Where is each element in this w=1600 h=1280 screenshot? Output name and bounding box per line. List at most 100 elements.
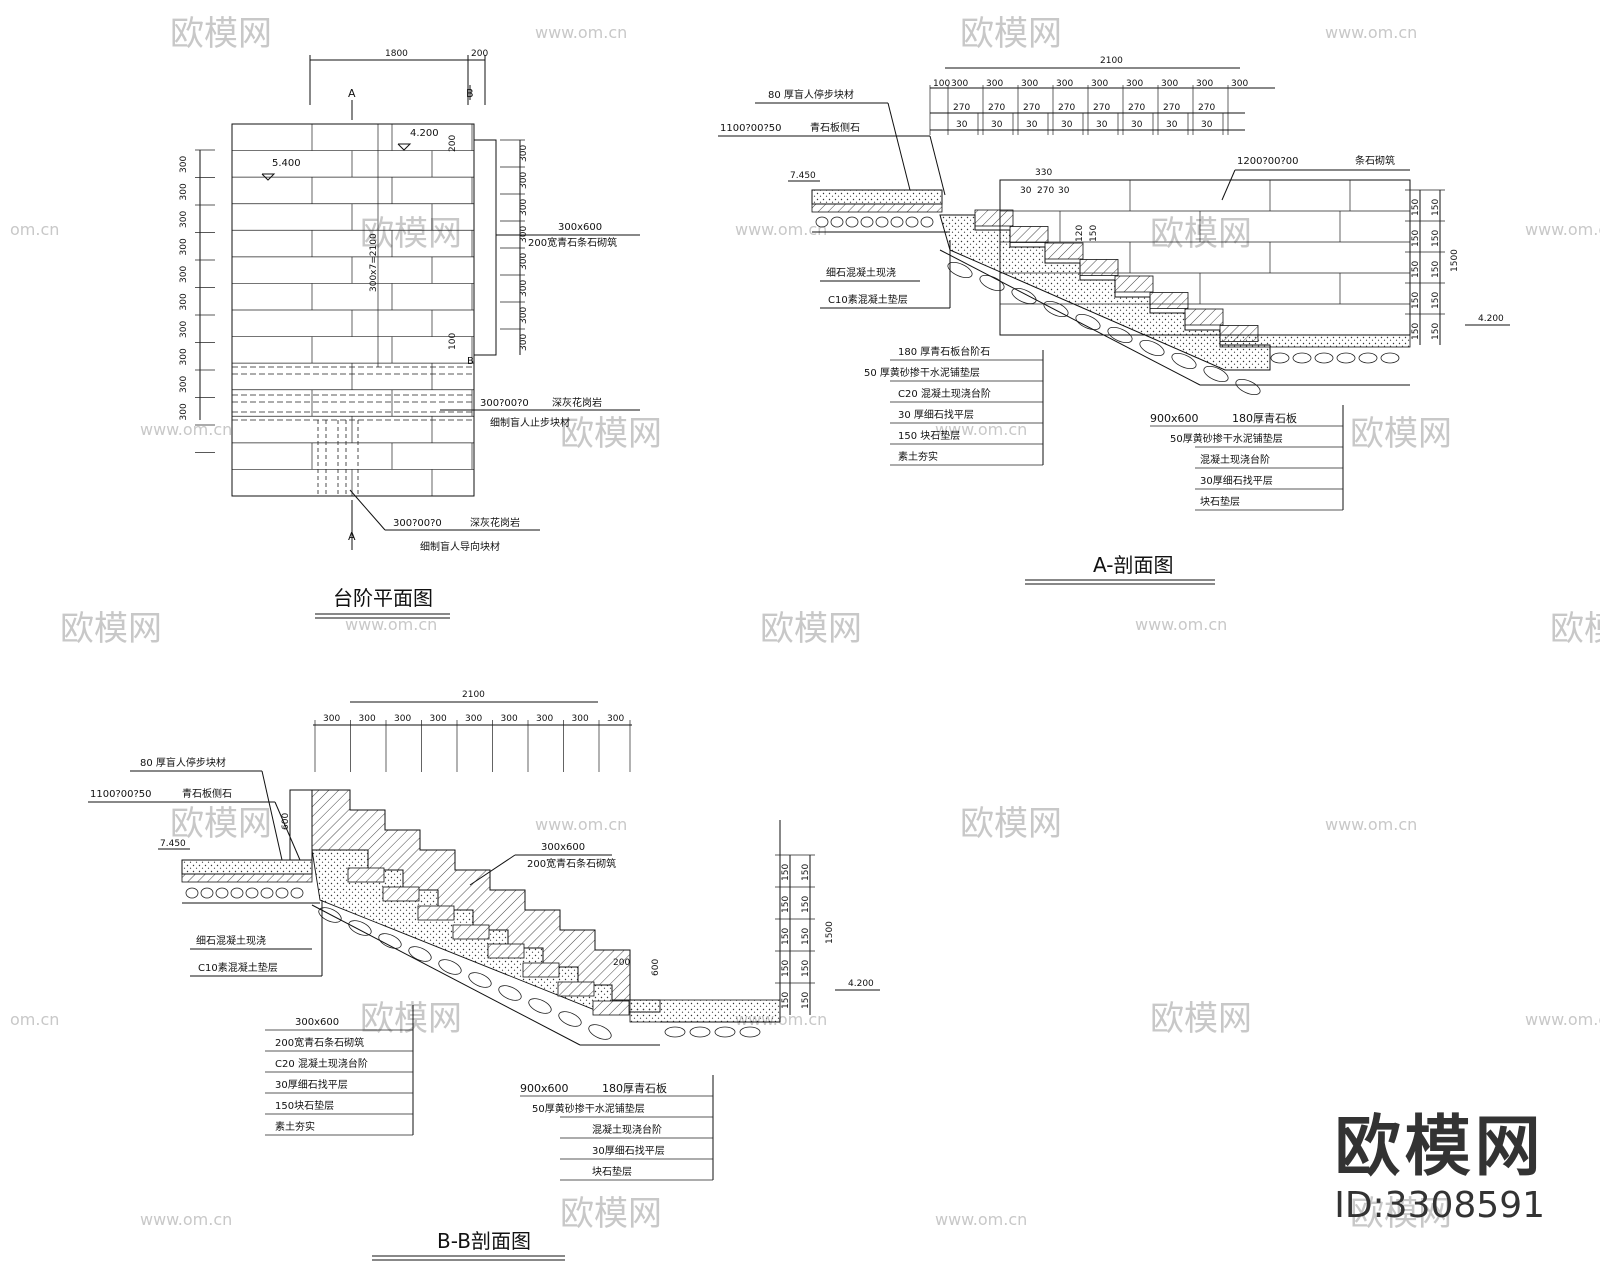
sb-right-dim: 150 — [781, 992, 791, 1009]
watermark-url: www.om.cn — [140, 1210, 232, 1229]
sa-layer-left: 180 厚青石板台阶石 — [898, 345, 990, 358]
watermark-brand: 欧模网 — [170, 14, 272, 54]
watermark-url: www.om.cn — [1525, 220, 1600, 239]
sb-left-label-1: 细石混凝土现浇 — [196, 934, 266, 947]
plan-mark-b-top: B — [466, 87, 474, 100]
sa-dim-bot: 30 — [1131, 120, 1143, 130]
sa-dim-top: 300 — [1091, 79, 1108, 89]
sb-layer-right: 块石垫层 — [592, 1165, 632, 1178]
sb-dim-top: 300 — [359, 714, 376, 724]
guide-strip — [317, 420, 359, 496]
watermark-brand: 欧模网 — [360, 214, 462, 254]
plan-dim-200: 200 — [448, 135, 458, 152]
watermark-brand: 欧模网 — [360, 999, 462, 1039]
sa-detail-120: 120 — [1075, 225, 1085, 242]
sa-detail-30a: 30 — [1020, 186, 1032, 196]
sb-dim-top: 300 — [607, 714, 624, 724]
plan-left-dim: 300 — [179, 183, 189, 200]
plan-mark-a-top: A — [348, 87, 356, 100]
sa-right-total: 1500 — [1450, 249, 1460, 272]
sb-label-curb: 青石板侧石 — [182, 787, 232, 800]
sb-right-dim: 150 — [801, 928, 811, 945]
sb-layer-left: 300x600 — [295, 1017, 339, 1028]
sa-right-dim: 150 — [1431, 292, 1441, 309]
sb-layer-left: 30厚细石找平层 — [275, 1078, 348, 1091]
plan-level-top: 4.200 — [410, 128, 439, 139]
watermark-url: www.om.cn — [345, 615, 437, 634]
sb-dim-top: 300 — [323, 714, 340, 724]
sa-dim-bot: 30 — [956, 120, 968, 130]
sa-layer-left: 150 块石垫层 — [898, 429, 960, 442]
section-a-stair-body — [811, 179, 1411, 396]
sb-layer-right: 混凝土现浇台阶 — [592, 1123, 662, 1136]
sa-dim-mid: 270 — [1058, 103, 1075, 113]
plan-right-dim: 300 — [519, 280, 529, 297]
watermark-brand: 欧模网 — [170, 804, 272, 844]
sa-detail-150: 150 — [1089, 225, 1099, 242]
plan-right-dim: 300 — [519, 253, 529, 270]
watermark-brand: 欧模网 — [760, 609, 862, 649]
sb-right-head-2: 180厚青石板 — [602, 1081, 667, 1095]
sa-dim-top: 300 — [1161, 79, 1178, 89]
plan-left-dim: 300 — [179, 238, 189, 255]
sa-layer-right: 30厚细石找平层 — [1200, 474, 1273, 487]
watermark-url: om.cn — [10, 220, 59, 239]
sa-label-size-2: 1200?00?00 — [1237, 156, 1299, 167]
sb-label-size-2: 300x600 — [541, 842, 585, 853]
sa-label-curb: 青石板侧石 — [810, 121, 860, 134]
sb-left-label-2: C10素混凝土垫层 — [198, 961, 278, 974]
sa-dim-bot: 30 — [1201, 120, 1213, 130]
sa-dim-bot: 30 — [1166, 120, 1178, 130]
sa-dim-top: 300 — [1126, 79, 1143, 89]
watermark-brand: 欧模网 — [1150, 999, 1252, 1039]
sb-dim-200: 200 — [613, 958, 630, 968]
sa-dim-top: 300 — [1056, 79, 1073, 89]
sa-label-blind-stop: 80 厚盲人停步块材 — [768, 88, 854, 101]
sb-label-masonry: 200宽青石条石砌筑 — [527, 857, 616, 870]
sa-right-dim: 150 — [1431, 261, 1441, 278]
plan-callout-3-desc: 细制盲人止步块材 — [490, 416, 570, 429]
sb-layer-left: 150块石垫层 — [275, 1099, 334, 1112]
plan-callout-5-desc: 细制盲人导向块材 — [420, 540, 500, 553]
sa-dim-mid: 270 — [1023, 103, 1040, 113]
watermark-url: www.om.cn — [1135, 615, 1227, 634]
sa-detail-330: 330 — [1035, 168, 1052, 178]
sb-layer-right: 30厚细石找平层 — [592, 1144, 665, 1157]
plan-right-dim: 300 — [519, 172, 529, 189]
brand-name: 欧模网 — [1334, 1108, 1545, 1185]
plan-mark-b-side: B — [467, 356, 474, 367]
sb-right-dim: 150 — [781, 928, 791, 945]
sa-label-size-1: 1100?00?50 — [720, 123, 782, 134]
sa-dim-bot: 30 — [1096, 120, 1108, 130]
sa-right-dim: 150 — [1411, 230, 1421, 247]
sb-right-dim: 150 — [801, 960, 811, 977]
plan-title: 台阶平面图 — [333, 586, 433, 610]
sa-dim-mid: 270 — [988, 103, 1005, 113]
granite-band — [232, 366, 474, 421]
sb-dim-top: 300 — [501, 714, 518, 724]
sa-layer-right: 50厚黄砂掺干水泥铺垫层 — [1170, 432, 1283, 445]
sa-layer-left: 素土夯实 — [898, 450, 938, 463]
sb-right-dim: 150 — [801, 864, 811, 881]
sa-level-top: 7.450 — [790, 171, 816, 181]
sa-dim-mid: 270 — [1163, 103, 1180, 113]
watermark-brand: 欧模网 — [1550, 609, 1600, 649]
plan-callout-1-size: 300x600 — [558, 222, 602, 233]
sb-label-size-1: 1100?00?50 — [90, 789, 152, 800]
sb-layer-left: 200宽青石条石砌筑 — [275, 1036, 364, 1049]
sa-dim-top: 300 — [951, 79, 968, 89]
plan-dim-top-2: 200 — [471, 49, 488, 59]
plan-dim-top-1: 1800 — [385, 49, 408, 59]
plan-right-dim: 300 — [519, 334, 529, 351]
watermark-url: www.om.cn — [735, 220, 827, 239]
plan-left-dim: 300 — [179, 266, 189, 283]
sb-right-dim: 150 — [801, 992, 811, 1009]
sb-label-blind-stop: 80 厚盲人停步块材 — [140, 756, 226, 769]
plan-right-dim: 300 — [519, 199, 529, 216]
